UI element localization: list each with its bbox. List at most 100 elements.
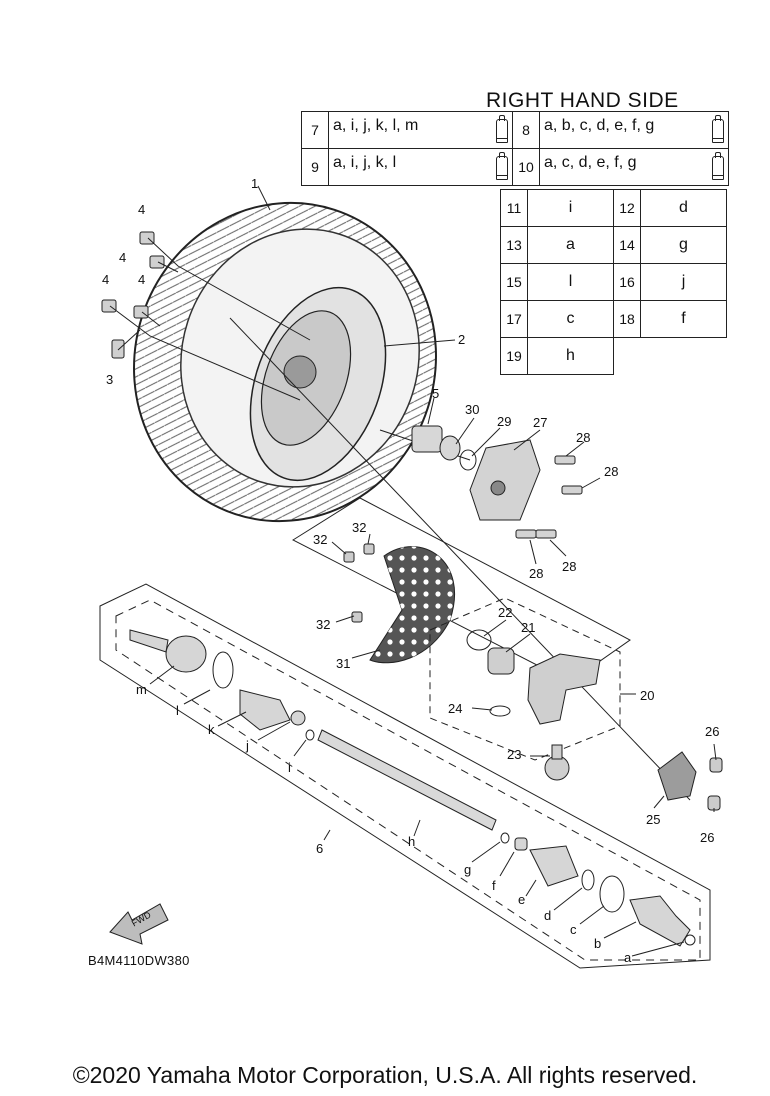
ref-parts: a, i, j, k, l, m <box>328 111 513 149</box>
ref-parts: a, c, d, e, f, g <box>539 148 729 186</box>
callout-20: 20 <box>640 688 655 703</box>
outer-cv-joint <box>500 832 696 947</box>
disc-guard-group-outline <box>291 497 631 683</box>
callout-f: f <box>492 878 496 893</box>
callout-b: b <box>594 936 602 951</box>
callout-k: k <box>208 722 215 737</box>
sealant-reference-table: 7 a, i, j, k, l, m 8 a, b, c, d, e, f, g… <box>301 111 729 186</box>
callout-i: i <box>288 760 291 775</box>
empty-cell <box>641 338 727 375</box>
callout-4: 4 <box>102 272 110 287</box>
ref-letter: d <box>640 189 727 227</box>
ref-parts-text: a, i, j, k, l <box>333 154 397 171</box>
table-row: 15 l 16 j <box>500 263 727 301</box>
ref-number: 17 <box>500 300 528 338</box>
callout-21: 21 <box>521 620 536 635</box>
diagram-code: B4M4110DW380 <box>88 953 190 968</box>
sealant-tube-icon <box>496 115 508 143</box>
ref-number: 12 <box>613 189 641 227</box>
ref-number: 13 <box>500 226 528 264</box>
ref-number: 8 <box>512 111 540 149</box>
ref-number: 15 <box>500 263 528 301</box>
empty-cell <box>614 338 641 375</box>
table-title: RIGHT HAND SIDE <box>486 89 679 112</box>
callout-a: a <box>624 950 632 965</box>
table-row: 13 a 14 g <box>500 226 727 264</box>
ref-letter: g <box>640 226 727 264</box>
ref-letter: j <box>640 263 727 301</box>
sealant-tube-icon <box>496 152 508 180</box>
callout-4: 4 <box>138 272 146 287</box>
callout-28: 28 <box>576 430 591 445</box>
table-row: 9 a, i, j, k, l 10 a, c, d, e, f, g <box>301 148 729 186</box>
part-letter-table: 11 i 12 d 13 a 14 g 15 l 16 j 17 c 18 f … <box>500 189 727 375</box>
ref-number: 10 <box>512 148 540 186</box>
callout-c: c <box>570 922 577 937</box>
callout-h: h <box>408 834 416 849</box>
ref-number: 7 <box>301 111 329 149</box>
ref-letter: f <box>640 300 727 338</box>
callout-24: 24 <box>448 701 463 716</box>
ref-parts-text: a, c, d, e, f, g <box>544 154 637 171</box>
callout-5: 5 <box>432 386 440 401</box>
ref-number: 18 <box>613 300 641 338</box>
callout-32: 32 <box>352 520 367 535</box>
table-row: 19 h <box>500 337 727 375</box>
ref-letter: a <box>527 226 614 264</box>
callout-29: 29 <box>497 414 512 429</box>
table-row: 11 i 12 d <box>500 189 727 227</box>
ref-number: 16 <box>613 263 641 301</box>
ref-number: 9 <box>301 148 329 186</box>
ref-number: 19 <box>500 337 528 375</box>
knuckle-group-outline <box>429 597 621 761</box>
callout-4: 4 <box>138 202 146 217</box>
callout-28: 28 <box>604 464 619 479</box>
brake-disc-guard <box>369 546 456 664</box>
ref-number: 14 <box>613 226 641 264</box>
sealant-tube-icon <box>712 152 724 180</box>
callout-27: 27 <box>533 415 548 430</box>
ref-parts: a, i, j, k, l <box>328 148 513 186</box>
inner-cv-joint <box>129 629 315 741</box>
drive-shaft-inner-outline <box>115 599 701 961</box>
callout-6: 6 <box>316 841 324 856</box>
ref-parts-text: a, i, j, k, l, m <box>333 117 419 134</box>
callout-l: l <box>176 703 179 718</box>
callout-25: 25 <box>646 812 661 827</box>
callout-28: 28 <box>529 566 544 581</box>
ref-number: 11 <box>500 189 528 227</box>
callout-28: 28 <box>562 559 577 574</box>
axle-shaft <box>317 729 497 831</box>
callout-2: 2 <box>458 332 466 347</box>
callout-d: d <box>544 908 552 923</box>
callout-22: 22 <box>498 605 513 620</box>
callout-31: 31 <box>336 656 351 671</box>
table-row: 7 a, i, j, k, l, m 8 a, b, c, d, e, f, g <box>301 111 729 149</box>
callout-j: j <box>246 738 249 753</box>
knuckle-bracket <box>469 439 583 539</box>
table-row: 17 c 18 f <box>500 300 727 338</box>
fwd-arrow-icon <box>109 903 169 945</box>
sealant-tube-icon <box>712 115 724 143</box>
axle-nut-cap <box>657 751 723 811</box>
hub-nut-assembly <box>411 425 477 471</box>
copyright-notice: ©2020 Yamaha Motor Corporation, U.S.A. A… <box>72 1062 698 1088</box>
callout-30: 30 <box>465 402 480 417</box>
callout-26: 26 <box>705 724 720 739</box>
wheel-rim <box>249 286 387 482</box>
callout-3: 3 <box>106 372 114 387</box>
ref-letter: l <box>527 263 614 301</box>
callout-m: m <box>136 682 147 697</box>
exploded-parts-diagram <box>99 185 723 969</box>
callout-e: e <box>518 892 526 907</box>
ref-parts-text: a, b, c, d, e, f, g <box>544 117 655 134</box>
ref-parts: a, b, c, d, e, f, g <box>539 111 729 149</box>
callout-1: 1 <box>251 176 259 191</box>
callout-23: 23 <box>507 747 522 762</box>
steering-knuckle <box>487 647 601 781</box>
callout-32: 32 <box>316 617 331 632</box>
drive-shaft-outline <box>99 583 711 969</box>
ref-letter: i <box>527 189 614 227</box>
callout-26: 26 <box>700 830 715 845</box>
ref-letter: h <box>527 337 614 375</box>
